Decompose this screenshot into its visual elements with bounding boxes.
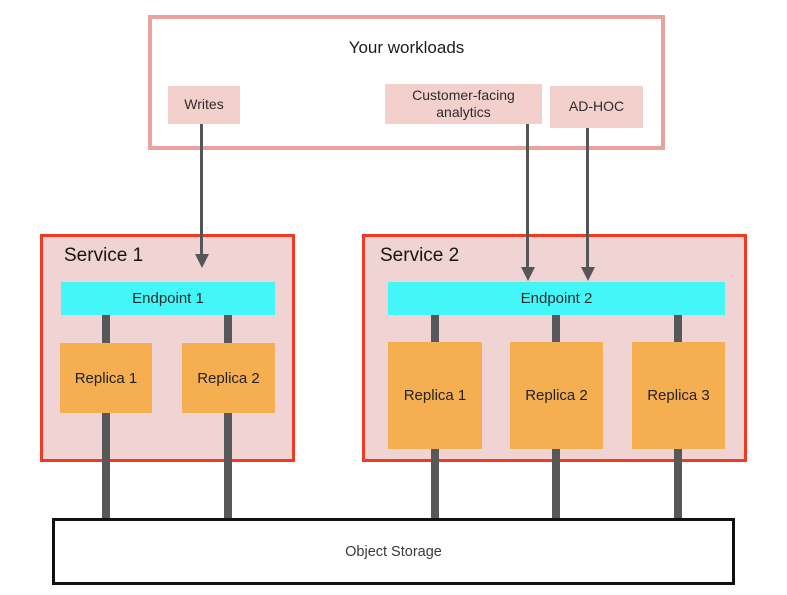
workload-adhoc-box: AD-HOC — [550, 86, 643, 128]
arrow-writes-to-endpoint1-head — [195, 254, 209, 268]
connector-endpoint2-replica1 — [431, 315, 439, 342]
service1-endpoint-label: Endpoint 1 — [132, 290, 204, 307]
connector-endpoint1-replica1 — [102, 315, 110, 343]
object-storage-box: Object Storage — [52, 518, 735, 585]
service1-replica2-label: Replica 2 — [197, 369, 260, 387]
service2-replica1-label: Replica 1 — [403, 387, 467, 404]
service2-replica2-label: Replica 2 — [525, 387, 588, 404]
connector-s1replica2-storage — [224, 413, 232, 518]
connector-s2replica3-storage — [674, 449, 682, 518]
connector-s2replica1-storage — [431, 449, 439, 518]
service1-box: Service 1 Endpoint 1 Replica 1 Replica 2 — [40, 234, 295, 462]
arrow-analytics-to-endpoint2-line — [526, 124, 529, 267]
workload-adhoc-label: AD-HOC — [568, 98, 625, 115]
service1-replica1-label: Replica 1 — [74, 369, 138, 387]
workload-analytics-box: Customer-facing analytics — [385, 84, 542, 124]
service2-endpoint-bar: Endpoint 2 — [388, 282, 725, 315]
service2-replica3-box: Replica 3 — [632, 342, 725, 449]
your-workloads-group: Your workloads Writes Customer-facing an… — [148, 15, 665, 150]
connector-endpoint2-replica2 — [552, 315, 560, 342]
service2-replica3-label: Replica 3 — [647, 387, 710, 404]
service2-label: Service 2 — [380, 245, 460, 266]
service2-endpoint-label: Endpoint 2 — [520, 290, 593, 307]
arrow-adhoc-to-endpoint2-line — [586, 128, 589, 267]
arrow-adhoc-to-endpoint2-head — [581, 267, 595, 281]
connector-endpoint2-replica3 — [674, 315, 682, 342]
workloads-title: Your workloads — [348, 38, 465, 57]
connector-s1replica1-storage — [102, 413, 110, 518]
service2-box: Service 2 Endpoint 2 Replica 1 Replica 2… — [362, 234, 747, 462]
service2-replica2-box: Replica 2 — [510, 342, 603, 449]
object-storage-label: Object Storage — [345, 543, 442, 560]
service2-replica1-box: Replica 1 — [388, 342, 482, 449]
service1-replica2-box: Replica 2 — [182, 343, 275, 413]
connector-s2replica2-storage — [552, 449, 560, 518]
workload-writes-label: Writes — [184, 96, 224, 113]
arrow-writes-to-endpoint1-line — [200, 124, 203, 254]
service1-replica1-box: Replica 1 — [60, 343, 152, 413]
service1-endpoint-bar: Endpoint 1 — [61, 282, 275, 315]
connector-endpoint1-replica2 — [224, 315, 232, 343]
arrow-analytics-to-endpoint2-head — [521, 267, 535, 281]
workload-writes-box: Writes — [168, 86, 240, 124]
service1-label: Service 1 — [64, 245, 144, 266]
workload-analytics-label: Customer-facing analytics — [412, 86, 515, 121]
